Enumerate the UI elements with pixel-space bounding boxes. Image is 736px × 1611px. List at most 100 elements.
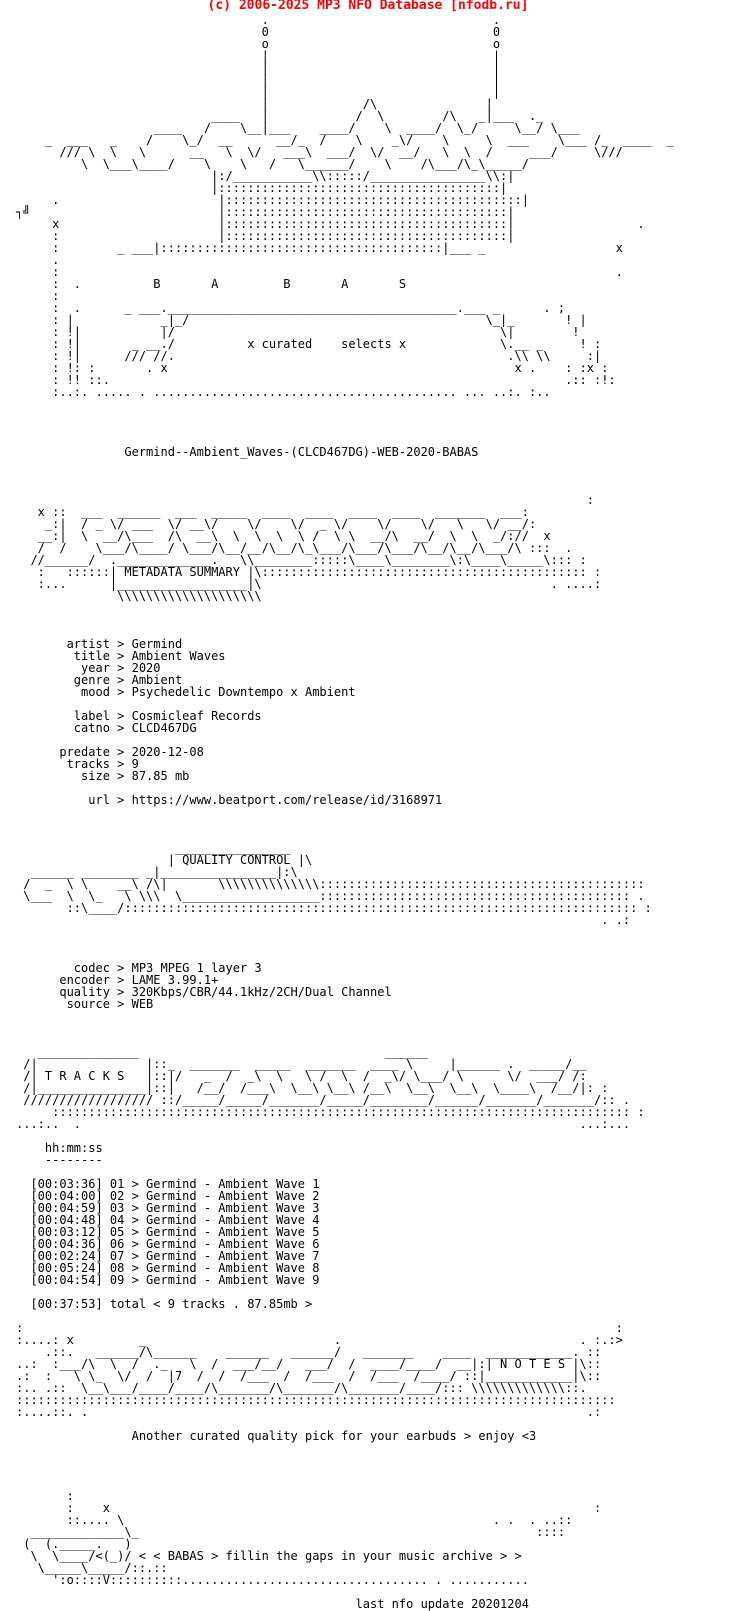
nfo-line: [00:04:00] 02 > Germind - Ambient Wave 2 — [16, 1189, 320, 1203]
nfo-line: [00:02:24] 07 > Germind - Ambient Wave 7 — [16, 1249, 320, 1263]
nfo-line: //______/ ._____________. \\________::::… — [16, 553, 587, 567]
nfo-line: : ::::::| METADATA SUMMARY |\:::::::::::… — [16, 565, 602, 579]
nfo-line: genre > Ambient — [16, 673, 183, 687]
nfo-line: . — [16, 253, 60, 267]
nfo-line: mood > Psychedelic Downtempo x Ambient — [16, 685, 356, 699]
nfo-line: : : — [16, 1321, 623, 1335]
nfo-line: /| |::_ _______ _____ _______ ____ \ |__… — [16, 1057, 587, 1071]
nfo-line: [00:05:24] 08 > Germind - Ambient Wave 8 — [16, 1261, 320, 1275]
nfo-line: [00:03:12] 05 > Germind - Ambient Wave 5 — [16, 1225, 320, 1239]
nfo-line: . |:::::::::::::::::::::::::::::::::::::… — [16, 193, 529, 207]
nfo-line: /| T R A C K S |::|/ _ / _\ \ \ / \ / _\… — [16, 1069, 587, 1083]
nfo-line: Another curated quality pick for your ea… — [16, 1429, 537, 1443]
nfo-line: _:| / _ \/ ___ \/ __\/ \/ \/ _ \/ \/ \/ … — [16, 517, 537, 531]
nfo-line: ( (._____. ) — [16, 1537, 537, 1551]
nfo-line: : . — [16, 265, 623, 279]
nfo-line — [16, 458, 673, 470]
nfo-line: : — [16, 1489, 74, 1503]
nfo-line: /// \ \ \ __ \ \/ ___\ ___/ \/ __/ \ \ /… — [16, 145, 623, 159]
nfo-line: . .: — [16, 913, 631, 927]
nfo-line: |:/___________\\:::::/________________\\… — [16, 169, 515, 183]
nfo-line: ::\____/::::::::::::::::::::::::::::::::… — [16, 901, 652, 915]
nfo-line: .: : \ \_ \/ / |7 / / /___ / /___ / /___… — [16, 1369, 602, 1383]
nfo-line: ____ | / \ /\ _|___ ._ — [16, 109, 544, 123]
nfo-line — [16, 422, 673, 434]
nfo-line: ┐╝ |::::::::::::::::::::::::::::::::::::… — [16, 205, 515, 219]
nfo-line: ______ ________ _|________________|:\ — [16, 865, 298, 879]
nfo-line — [16, 410, 673, 422]
nfo-line: __:| \ __/\___ /\ __\ \ \ \ \ / \ \ __/\… — [16, 529, 551, 543]
nfo-line: . . — [16, 13, 501, 27]
nfo-line: ...:.. . ...:... — [16, 1117, 631, 1131]
nfo-line: | | — [16, 49, 501, 63]
nfo-line: | | — [16, 73, 501, 87]
nfo-line — [16, 938, 673, 950]
nfo-line: : !| |/ \| ! — [16, 325, 580, 339]
nfo-line: ':o::::V::::::::::......................… — [16, 1573, 529, 1587]
nfo-line — [16, 806, 673, 818]
nfo-line: [00:04:59] 03 > Germind - Ambient Wave 3 — [16, 1201, 320, 1215]
nfo-line: encoder > LAME 3.99.1+ — [16, 973, 219, 987]
nfo-line: : x : — [16, 1501, 602, 1515]
nfo-line: o o — [16, 37, 501, 51]
nfo-line — [16, 1130, 673, 1142]
nfo-line: ////////////////// ::/_____/_____/______… — [16, 1093, 631, 1107]
nfo-line: : . _ ___.______________________________… — [16, 301, 566, 315]
nfo-line: Germind--Ambient_Waves-(CLCD467DG)-WEB-2… — [16, 445, 479, 459]
nfo-line: [00:03:36] 01 > Germind - Ambient Wave 1 — [16, 1177, 320, 1191]
nfo-line — [16, 470, 673, 482]
nfo-line: : !| /// //. .\\ \\ :| — [16, 349, 602, 363]
nfo-line: : !| _ __./ x curated selects x \.__ _ !… — [16, 337, 602, 351]
nfo-line: [00:04:36] 06 > Germind - Ambient Wave 6 — [16, 1237, 320, 1251]
nfo-line: artist > Germind — [16, 637, 183, 651]
nfo-line: ::::::::::::::::::::::::::::::::::::::::… — [16, 1393, 616, 1407]
nfo-line: tracks > 9 — [16, 757, 139, 771]
copyright-header: (c) 2006-2025 MP3 NFO Database [nfodb.ru… — [207, 0, 529, 13]
nfo-line: \ \___\____/ \ \ / \______/ \ /\___/\_\_… — [16, 157, 529, 171]
nfo-line: ________________ — [16, 841, 291, 855]
nfo-line: title > Ambient Waves — [16, 649, 226, 663]
nfo-line — [16, 1022, 673, 1034]
nfo-line: [00:04:48] 04 > Germind - Ambient Wave 4 — [16, 1213, 320, 1227]
nfo-line: ::.... \ . . . ..:: — [16, 1513, 573, 1527]
nfo-line — [16, 602, 673, 614]
nfo-line — [16, 1478, 673, 1490]
nfo-line: predate > 2020-12-08 — [16, 745, 204, 759]
nfo-line: quality > 320Kbps/CBR/44.1kHz/2CH/Dual C… — [16, 985, 392, 999]
nfo-document: . . 0 0 o o — [16, 14, 673, 1610]
nfo-line: : — [16, 493, 594, 507]
nfo-line: \ \____/<(_)/ < < BABAS > fillin the gap… — [16, 1549, 522, 1563]
nfo-line: : _ ___|::::::::::::::::::::::::::::::::… — [16, 241, 623, 255]
nfo-line — [16, 1454, 673, 1466]
nfo-line — [16, 398, 673, 410]
nfo-line: [00:04:54] 09 > Germind - Ambient Wave 9 — [16, 1273, 320, 1287]
nfo-line: size > 87.85 mb — [16, 769, 190, 783]
nfo-line: | /\ | — [16, 97, 493, 111]
nfo-line: x |:::::::::::::::::::::::::::::::::::::… — [16, 217, 645, 231]
nfo-line: .::. ______/\______ ______ ______/ _____… — [16, 1345, 602, 1359]
nfo-line: last nfo update 20201204 — [16, 1597, 529, 1611]
nfo-line: : — [16, 289, 60, 303]
nfo-line: _ ___ _ / \_/ __ __/_ / \ _\/ \ \ ___ \_… — [16, 133, 674, 147]
nfo-line: x :: ___ ______ ___ _____ ____ ____ ____… — [16, 505, 529, 519]
nfo-line: codec > MP3 MPEG 1 layer 3 — [16, 961, 262, 975]
nfo-line: -------- — [16, 1153, 103, 1167]
nfo-line: hh:mm:ss — [16, 1141, 103, 1155]
nfo-line: :....: x _ . . :.:> — [16, 1333, 623, 1347]
nfo-line: source > WEB — [16, 997, 154, 1011]
nfo-line: : | _|_/ \_|_ ! | — [16, 313, 587, 327]
nfo-line: :....::. . .: — [16, 1405, 602, 1419]
nfo-line: label > Cosmicleaf Records — [16, 709, 262, 723]
nfo-line: \_____\_____/::.:: — [16, 1561, 168, 1575]
nfo-line: :... |__________________|\ . ....: — [16, 577, 602, 591]
nfo-line: ____ / \__|___ ____/ \ ____/ \_/ \__/ \_… — [16, 121, 580, 135]
nfo-line: | | — [16, 61, 501, 75]
nfo-line — [16, 926, 673, 938]
nfo-line: ______________ ______ — [16, 1045, 428, 1059]
nfo-line: : |:::::::::::::::::::::::::::::::::::::… — [16, 229, 515, 243]
nfo-line: | | — [16, 85, 501, 99]
nfo-line: : !! ::. .:: :!: — [16, 373, 616, 387]
nfo-line: year > 2020 — [16, 661, 161, 675]
nfo-line: |:::::::::::::::::::::::::::::::::::::::… — [16, 181, 508, 195]
nfo-line: : . B A B A S — [16, 277, 407, 291]
